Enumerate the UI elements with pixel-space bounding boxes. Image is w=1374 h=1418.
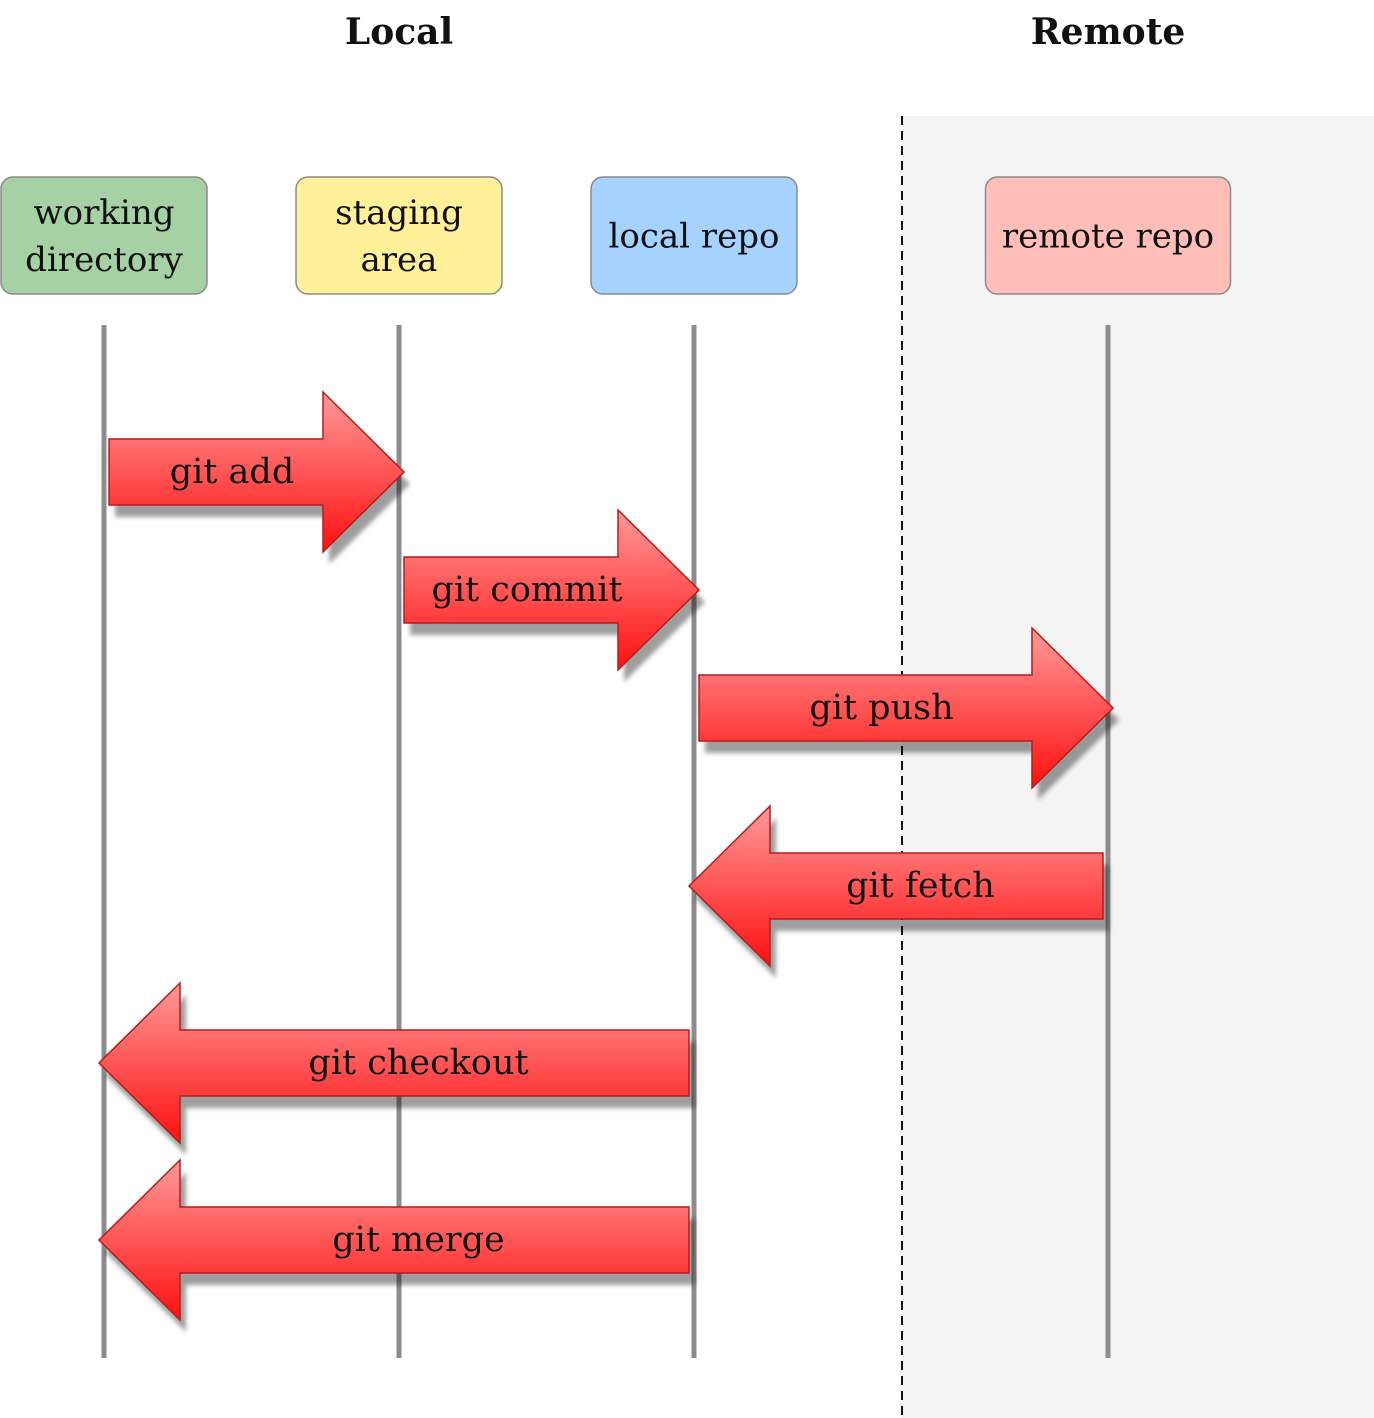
node-staging: staging area (295, 176, 503, 295)
arrow-git-merge: git merge (97, 1158, 695, 1332)
node-label-remote: remote repo (1002, 217, 1214, 257)
arrow-label: git push (809, 688, 953, 728)
arrow-label: git fetch (846, 866, 995, 906)
node-box-staging (295, 176, 503, 295)
arrow-body (403, 508, 701, 672)
node-box-working (0, 176, 208, 295)
node-label-local: local repo (609, 217, 780, 257)
node-label-working: working (34, 193, 175, 233)
command-arrows: git add git commit git push git fetch git ch… (97, 390, 1119, 1332)
node-box-remote (984, 176, 1232, 295)
local-section-title: Local (345, 11, 453, 53)
arrow-label: git add (170, 452, 294, 492)
arrow-git-checkout: git checkout (97, 981, 695, 1155)
arrow-git-add: git add (108, 390, 410, 564)
arrow-git-fetch: git fetch (687, 804, 1109, 978)
arrow-body (97, 981, 690, 1145)
arrow-body (687, 804, 1104, 968)
remote-zone-background (902, 116, 1374, 1418)
repository-nodes: working directory staging area local repo rem… (0, 176, 1232, 295)
node-label-staging: staging (335, 193, 463, 233)
arrow-label: git commit (431, 570, 622, 610)
node-remote: remote repo (984, 176, 1232, 295)
node-label-staging: area (361, 240, 438, 280)
arrow-label: git merge (332, 1220, 505, 1260)
remote-section-title: Remote (1031, 11, 1185, 53)
arrow-body (108, 390, 406, 554)
arrow-body (698, 626, 1115, 790)
arrow-label: git checkout (308, 1043, 528, 1083)
lifelines (101, 325, 1111, 1358)
node-box-local (590, 176, 798, 295)
arrow-git-commit: git commit (403, 508, 705, 682)
node-working: working directory (0, 176, 208, 295)
node-local: local repo (590, 176, 798, 295)
arrow-git-push: git push (698, 626, 1119, 800)
arrow-body (97, 1158, 690, 1322)
node-label-working: directory (25, 240, 183, 280)
